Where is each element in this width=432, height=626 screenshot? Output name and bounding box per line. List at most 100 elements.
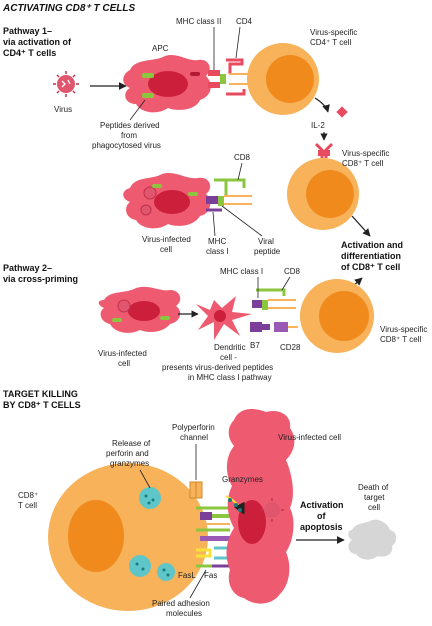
svg-text:Dendritic: Dendritic <box>214 343 246 352</box>
cd8-t-cell-pathway2-label: Virus-specific CD8⁺ T cell <box>380 325 427 344</box>
svg-text:CD8⁺ T cell: CD8⁺ T cell <box>342 159 383 168</box>
b7-cd28-receptor <box>250 322 298 332</box>
svg-text:Viral: Viral <box>258 237 274 246</box>
svg-text:Activation: Activation <box>300 500 344 510</box>
svg-text:Virus-infected: Virus-infected <box>142 235 191 244</box>
svg-text:peptide: peptide <box>254 247 281 256</box>
cd8-label-pathway2: CD8 <box>284 267 301 276</box>
synapse-receptors <box>196 506 230 541</box>
svg-text:of CD8⁺ T cell: of CD8⁺ T cell <box>341 262 400 272</box>
svg-text:differentiation: differentiation <box>341 251 401 261</box>
svg-text:granzymes: granzymes <box>110 459 149 468</box>
leader-cd4 <box>235 26 241 59</box>
svg-text:from: from <box>121 131 137 140</box>
mhc-class-ii-label: MHC class II <box>176 17 221 26</box>
infected-cell-pathway2 <box>98 286 181 333</box>
svg-text:Virus-specific: Virus-specific <box>310 28 357 37</box>
svg-text:channel: channel <box>180 433 208 442</box>
pathway2-title: Pathway 2– via cross-priming <box>3 263 78 284</box>
infected-cell-pathway1-label: Virus-infected cell <box>142 235 191 254</box>
target-cell-label: Virus-infected cell <box>278 433 341 442</box>
svg-text:Paired adhesion: Paired adhesion <box>152 599 210 608</box>
svg-text:cell: cell <box>160 245 172 254</box>
fasl-label: FasL <box>178 571 196 580</box>
svg-text:cell -: cell - <box>220 353 237 362</box>
cd4-receptor <box>226 58 249 96</box>
leader-cd8-a <box>237 162 243 181</box>
mhc-class-i-receptor-pathway1 <box>206 178 252 212</box>
arrow-il2-release <box>314 97 330 113</box>
mhc-class-i-receptor-pathway2 <box>252 288 296 310</box>
svg-text:CD4⁺ T cells: CD4⁺ T cells <box>3 48 56 58</box>
apc-cell <box>123 55 211 113</box>
target-killing-title: TARGET KILLING BY CD8⁺ T CELLS <box>3 389 81 410</box>
leader-cd8-b <box>281 276 291 291</box>
apoptosis-label: Activation of apoptosis <box>300 500 344 532</box>
svg-text:molecules: molecules <box>166 609 202 618</box>
il2-receptor <box>314 142 334 158</box>
cd8-t-cell-pathway2 <box>300 279 374 353</box>
svg-text:Virus-infected: Virus-infected <box>98 349 147 358</box>
activation-label: Activation and differentiation of CD8⁺ T… <box>341 240 403 272</box>
leader-mhc1-a <box>212 211 216 237</box>
cd8-t-cell-pathway1 <box>287 158 359 230</box>
target-infected-cell <box>226 409 295 604</box>
svg-text:of: of <box>317 511 326 521</box>
svg-text:Virus-specific: Virus-specific <box>342 149 389 158</box>
apc-label: APC <box>152 44 169 53</box>
svg-text:MHC: MHC <box>208 237 226 246</box>
cd8-t-cell-pathway1-label: Virus-specific CD8⁺ T cell <box>342 149 389 168</box>
dendritic-cell <box>196 296 252 340</box>
svg-text:BY CD8⁺ T CELLS: BY CD8⁺ T CELLS <box>3 400 81 410</box>
svg-text:CD4⁺ T cell: CD4⁺ T cell <box>310 38 351 47</box>
cd4-t-cell <box>247 43 319 115</box>
mhc-class-i-label-pathway2: MHC class I <box>220 267 263 276</box>
svg-text:perforin and: perforin and <box>106 449 149 458</box>
leader-release <box>139 469 151 489</box>
cd4-label: CD4 <box>236 17 253 26</box>
svg-text:via activation of: via activation of <box>3 37 72 47</box>
peptides-label: Peptides derived from phagocytosed virus <box>92 121 161 150</box>
virus-in-target-icon <box>260 498 284 522</box>
infected-cell-pathway1 <box>123 173 211 229</box>
svg-text:Virus-specific: Virus-specific <box>380 325 427 334</box>
b7-label: B7 <box>250 341 260 350</box>
leader-adhesion <box>189 569 207 599</box>
section-title-activating: ACTIVATING CD8⁺ T CELLS <box>2 3 135 14</box>
infected-cell-pathway2-label: Virus-infected cell <box>98 349 147 368</box>
svg-text:apoptosis: apoptosis <box>300 522 343 532</box>
granzymes-label: Granzymes <box>222 475 263 484</box>
svg-text:Death of: Death of <box>358 483 389 492</box>
leader-peptides <box>129 99 146 121</box>
dendritic-cell-label: Dendritic cell - presents virus-derived … <box>162 343 273 382</box>
leader-viral-peptide <box>221 205 263 237</box>
svg-text:via cross-priming: via cross-priming <box>3 274 78 284</box>
svg-text:Polyperforin: Polyperforin <box>172 423 215 432</box>
polyperforin-channel <box>189 481 203 499</box>
svg-text:TARGET KILLING: TARGET KILLING <box>3 389 78 399</box>
svg-text:Peptides derived: Peptides derived <box>100 121 160 130</box>
svg-text:Pathway 1–: Pathway 1– <box>3 26 52 36</box>
virus-icon <box>53 71 79 97</box>
adhesion-label: Paired adhesion molecules <box>152 599 210 618</box>
granzymes-icon <box>225 495 245 516</box>
cd8-t-cell-killer <box>48 463 208 611</box>
pathway1-title: Pathway 1– via activation of CD4⁺ T cell… <box>3 26 72 58</box>
il2-label: IL-2 <box>311 121 325 130</box>
polyperforin-label: Polyperforin channel <box>172 423 215 442</box>
svg-text:class I: class I <box>206 247 229 256</box>
arrow-activation-1 <box>351 215 371 237</box>
svg-text:presents virus-derived peptide: presents virus-derived peptides <box>162 363 273 372</box>
svg-text:CD8⁺: CD8⁺ <box>18 491 38 500</box>
svg-text:Release of: Release of <box>112 439 151 448</box>
fas-label: Fas <box>204 571 217 580</box>
svg-text:cell: cell <box>118 359 130 368</box>
svg-text:T cell: T cell <box>18 501 37 510</box>
svg-text:CD8⁺ T cell: CD8⁺ T cell <box>380 335 421 344</box>
svg-text:phagocytosed virus: phagocytosed virus <box>92 141 161 150</box>
mhc-class-ii-receptor <box>208 70 226 88</box>
virus-label: Virus <box>54 105 72 114</box>
svg-text:Activation and: Activation and <box>341 240 403 250</box>
cd8-t-cell-killer-label: CD8⁺ T cell <box>18 491 38 510</box>
